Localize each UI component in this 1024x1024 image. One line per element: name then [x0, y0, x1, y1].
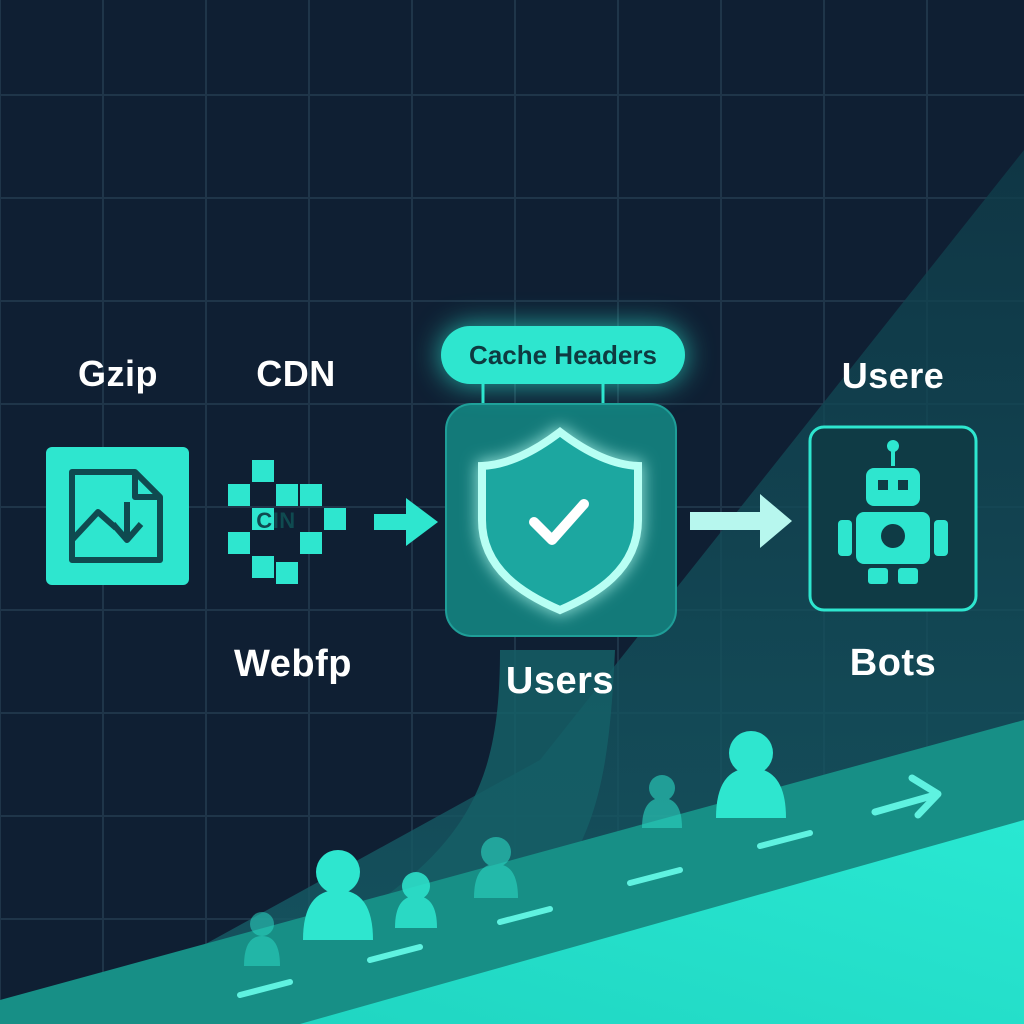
- webfp-label: Webfp: [234, 643, 352, 685]
- flow-stream: [380, 650, 615, 900]
- person-icon: [303, 850, 373, 940]
- dashed-path: [237, 830, 813, 998]
- gzip-image-download-icon: [46, 447, 189, 585]
- person-icon: [244, 912, 280, 966]
- person-icon: [642, 775, 682, 828]
- robot-icon: [808, 425, 978, 612]
- ramp-arrow-icon: [871, 774, 942, 819]
- usere-label: Usere: [841, 355, 945, 396]
- cdn-label: CDN: [256, 353, 336, 394]
- person-icon: [474, 837, 518, 898]
- shield-check-icon: [445, 403, 677, 637]
- cache-headers-pill: Cache Headers: [441, 326, 685, 384]
- cdn-grid-icon: [228, 460, 346, 584]
- person-icon: [395, 872, 437, 928]
- gzip-label: Gzip: [78, 353, 158, 394]
- person-icon: [716, 731, 786, 818]
- bots-label: Bots: [849, 642, 937, 684]
- arrow-right-icon: [690, 494, 792, 548]
- bright-ramp-top: [300, 820, 1024, 1024]
- arrow-right-icon: [374, 498, 438, 546]
- cdn-icon-text: CIN: [256, 508, 296, 533]
- users-center-label: Users: [505, 660, 615, 702]
